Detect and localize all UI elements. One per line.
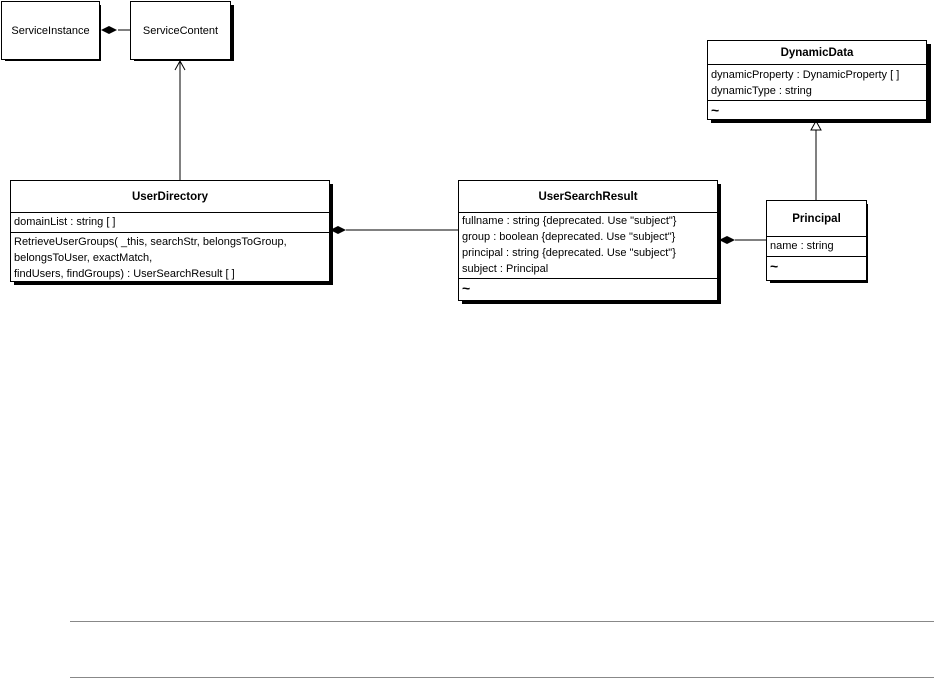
class-name: DynamicData <box>708 41 926 65</box>
class-serviceinstance[interactable]: ServiceInstance <box>1 1 100 60</box>
composition-diamond-userdirectory <box>330 226 346 234</box>
attribute: fullname : string {deprecated. Use "subj… <box>462 215 677 227</box>
class-usersearchresult[interactable]: UserSearchResult fullname : string {depr… <box>458 180 718 301</box>
class-name: UserSearchResult <box>459 181 717 213</box>
attribute-compartment: fullname : string {deprecated. Use "subj… <box>459 213 717 279</box>
composition-diamond-usersearchresult <box>719 236 735 244</box>
generalization-arrowhead <box>810 119 822 131</box>
operations-placeholder: ~ <box>770 258 779 274</box>
attribute: dynamicProperty : DynamicProperty [ ] <box>711 69 900 81</box>
operations-placeholder: ~ <box>711 102 720 118</box>
class-name: ServiceContent <box>142 24 219 37</box>
operations-placeholder: ~ <box>462 280 471 296</box>
operation-compartment: ~ <box>459 279 717 297</box>
class-name: ServiceInstance <box>11 24 90 37</box>
attribute: name : string <box>770 240 834 252</box>
attribute: subject : Principal <box>462 263 549 275</box>
association-arrowhead <box>174 59 186 71</box>
attribute: dynamicType : string <box>711 85 812 97</box>
attribute-compartment: domainList : string [ ] <box>11 213 329 233</box>
class-userdirectory[interactable]: UserDirectory domainList : string [ ] Re… <box>10 180 330 282</box>
class-name: UserDirectory <box>11 181 329 213</box>
attribute-compartment: name : string <box>767 237 866 257</box>
attribute: group : boolean {deprecated. Use "subjec… <box>462 231 676 243</box>
class-name: Principal <box>767 201 866 237</box>
attribute: principal : string {deprecated. Use "sub… <box>462 247 676 259</box>
class-servicecontent[interactable]: ServiceContent <box>130 1 231 60</box>
operation-compartment: ~ <box>767 257 866 275</box>
operation: findUsers, findGroups) : UserSearchResul… <box>14 268 235 280</box>
operation: belongsToUser, exactMatch, <box>14 252 153 264</box>
class-dynamicdata[interactable]: DynamicData dynamicProperty : DynamicPro… <box>707 40 927 120</box>
operation-compartment: ~ <box>708 101 926 119</box>
operation-compartment: RetrieveUserGroups( _this, searchStr, be… <box>11 233 329 284</box>
composition-diamond-serviceinstance <box>101 26 117 34</box>
attribute-compartment: dynamicProperty : DynamicProperty [ ] dy… <box>708 65 926 101</box>
operation: RetrieveUserGroups( _this, searchStr, be… <box>14 236 287 248</box>
attribute: domainList : string [ ] <box>14 216 116 228</box>
class-principal[interactable]: Principal name : string ~ <box>766 200 867 281</box>
